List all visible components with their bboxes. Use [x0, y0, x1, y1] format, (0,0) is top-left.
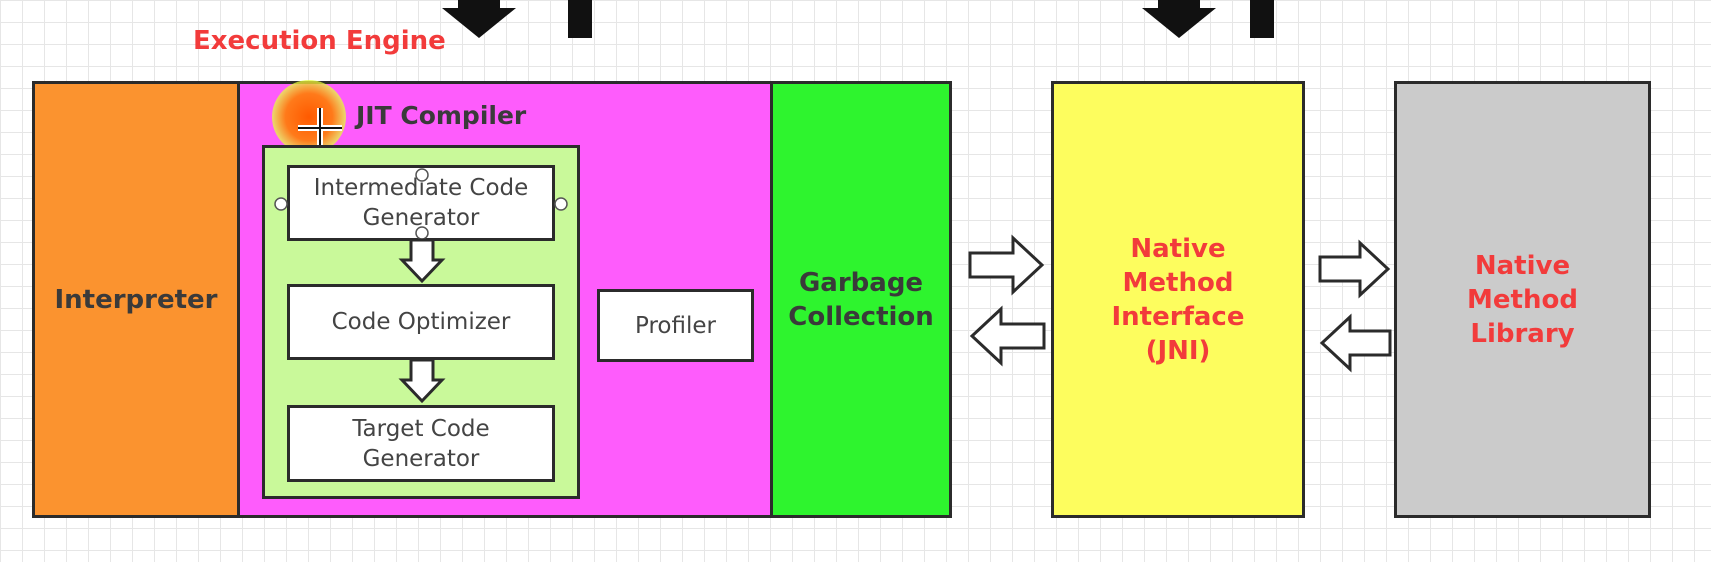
native-method-interface-label: Native Method Interface (JNI) — [1111, 233, 1245, 366]
intermediate-code-generator-label: Intermediate Code Generator — [313, 175, 529, 231]
interpreter-block[interactable]: Interpreter — [32, 81, 240, 518]
arrow-right-icon — [1318, 239, 1391, 299]
execution-engine-title: Execution Engine — [193, 26, 446, 56]
code-optimizer-label: Code Optimizer — [331, 309, 511, 335]
profiler-box[interactable]: Profiler — [597, 289, 754, 362]
arrow-right-icon — [968, 234, 1045, 296]
target-code-generator-label: Target Code Generator — [352, 415, 490, 472]
flow-down-arrow-icon — [398, 358, 446, 404]
code-optimizer-box[interactable]: Code Optimizer — [287, 284, 555, 360]
interpreter-label: Interpreter — [54, 284, 218, 315]
jit-compiler-label: JIT Compiler — [356, 101, 527, 130]
target-code-generator-box[interactable]: Target Code Generator — [287, 405, 555, 482]
arrow-left-icon — [1319, 313, 1392, 373]
native-method-library-label: Native Method Library — [1467, 250, 1578, 349]
garbage-collection-block[interactable]: Garbage Collection — [770, 81, 952, 518]
profiler-label: Profiler — [635, 312, 716, 339]
down-arrow-icon — [442, 0, 1274, 38]
cursor-highlight — [272, 80, 346, 154]
garbage-collection-label: Garbage Collection — [788, 267, 934, 332]
native-method-interface-block[interactable]: Native Method Interface (JNI) — [1051, 81, 1305, 518]
flow-down-arrow-icon — [398, 238, 446, 284]
arrow-left-icon — [969, 305, 1046, 367]
crosshair-cursor-icon — [298, 108, 342, 148]
native-method-library-block[interactable]: Native Method Library — [1394, 81, 1651, 518]
